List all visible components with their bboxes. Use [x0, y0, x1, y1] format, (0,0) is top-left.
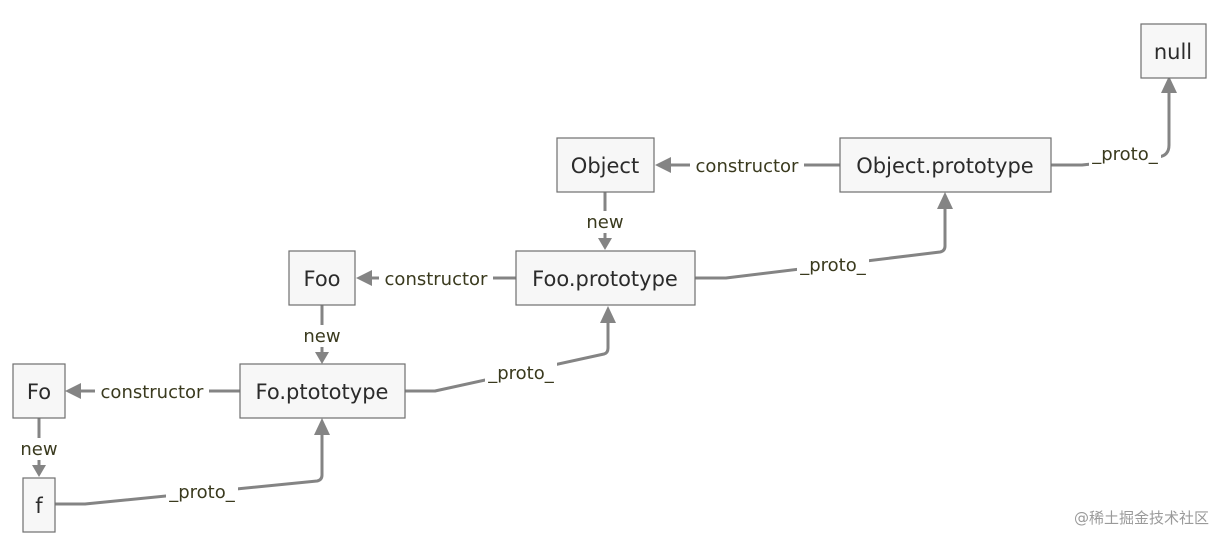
edge-foo-prototype-to-object-prototype — [694, 206, 947, 280]
arrowhead-fo-prototype-new — [315, 352, 329, 364]
node-f: f — [22, 477, 56, 533]
arrowhead-foo-prototype-new — [598, 238, 612, 250]
node-object-prototype: Object.prototype — [839, 137, 1052, 193]
arrowhead-null — [1161, 76, 1177, 93]
arrowhead-foo — [356, 270, 372, 286]
node-fo-prototype: Fo.ptototype — [239, 363, 406, 419]
node-fo-prototype-label: Fo.ptototype — [256, 380, 389, 404]
node-foo-prototype-label: Foo.prototype — [532, 267, 678, 291]
node-foo-prototype: Foo.prototype — [515, 250, 696, 306]
arrowhead-fo — [65, 383, 81, 399]
node-f-label: f — [35, 494, 43, 518]
node-object-prototype-label: Object.prototype — [856, 154, 1033, 178]
node-null-label: null — [1154, 40, 1192, 64]
node-foo: Foo — [288, 250, 356, 306]
arrowhead-object — [655, 157, 671, 173]
label-object-prototype-proto: _proto_ — [1091, 144, 1159, 165]
arrowhead-object-prototype — [937, 192, 953, 209]
edge-f-to-fo-prototype — [53, 432, 324, 506]
label-fo-prototype-proto: _proto_ — [487, 363, 555, 384]
node-fo-label: Fo — [27, 380, 51, 404]
arrowhead-foo-prototype — [600, 306, 616, 323]
node-object: Object — [556, 137, 655, 193]
edge-fo-prototype-to-foo-prototype — [403, 320, 610, 393]
arrowhead-fo-prototype — [314, 418, 330, 435]
label-object-new: new — [586, 212, 623, 233]
label-fo-constructor: constructor — [101, 382, 205, 403]
label-object-constructor: constructor — [696, 156, 800, 177]
node-fo: Fo — [12, 363, 66, 419]
watermark: @稀土掘金技术社区 — [1073, 509, 1209, 527]
label-foo-constructor: constructor — [385, 269, 489, 290]
label-fo-new: new — [20, 439, 57, 460]
label-f-proto: _proto_ — [168, 482, 236, 503]
label-foo-new: new — [303, 326, 340, 347]
node-null: null — [1140, 23, 1207, 79]
node-foo-label: Foo — [303, 267, 340, 291]
arrowhead-f-new — [32, 465, 46, 477]
node-object-label: Object — [571, 154, 639, 178]
label-foo-prototype-proto: _proto_ — [799, 255, 867, 276]
